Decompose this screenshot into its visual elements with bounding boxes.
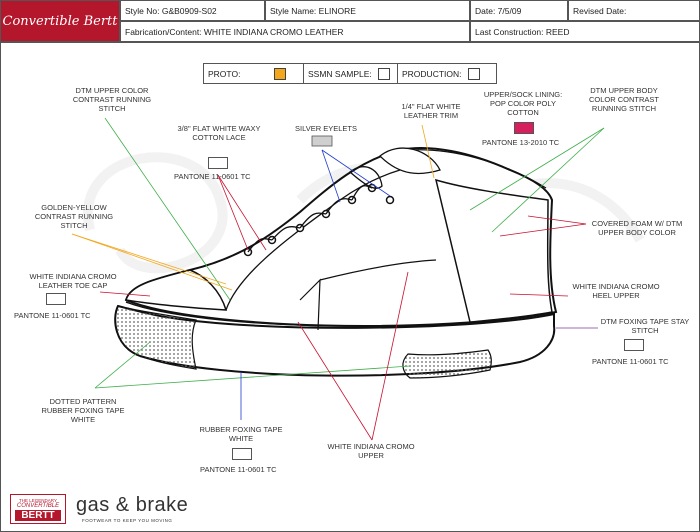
production-label: PRODUCTION: (402, 68, 462, 79)
callout-flat-lace: 3/8" FLAT WHITE WAXY COTTON LACE (177, 124, 261, 142)
sample-status-bar: PROTO: SSMN SAMPLE: PRODUCTION: (203, 63, 497, 84)
toe-cap (125, 269, 228, 311)
lace-pantone: PANTONE 11-0601 TC (174, 172, 251, 181)
proto-field: PROTO: (204, 64, 304, 83)
ssmn-checkbox[interactable] (377, 67, 390, 80)
callout-silver-eyelets: SILVER EYELETS (295, 124, 357, 133)
toe-pantone: PANTONE 11-0601 TC (14, 311, 91, 320)
callout-golden-stitch: GOLDEN-YELLOW CONTRAST RUNNING STITCH (34, 203, 114, 230)
callout-rubber-tape: RUBBER FOXING TAPE WHITE (199, 425, 283, 443)
proto-checkbox[interactable] (274, 67, 287, 80)
laces (247, 166, 383, 253)
production-checkbox[interactable] (467, 67, 480, 80)
callout-toe-cap: WHITE INDIANA CROMO LEATHER TOE CAP (29, 272, 117, 290)
callout-leather-trim: 1/4" FLAT WHITE LEATHER TRIM (401, 102, 461, 120)
heel-dotted-tape (402, 349, 492, 379)
production-field: PRODUCTION: (398, 64, 496, 83)
ssmn-field: SSMN SAMPLE: (304, 64, 398, 83)
style-no: Style No: G&B0909-S02 (120, 0, 265, 21)
style-name: Style Name: ELINORE (265, 0, 470, 21)
callout-cromo-upper: WHITE INDIANA CROMO UPPER (327, 442, 415, 460)
fabrication-content: Fabrication/Content: WHITE INDIANA CROMO… (120, 21, 470, 42)
lining-swatch (514, 122, 534, 134)
toe-swatch (46, 293, 66, 305)
rubber-swatch (232, 448, 252, 460)
heel-panel (434, 178, 553, 323)
badge-bottom-text: BERTT (15, 510, 61, 521)
gas-brake-logo: gas & brake (76, 494, 189, 516)
collar-trim (409, 149, 547, 189)
silver-eyelet-swatch (311, 135, 333, 147)
badge-mid-text: CONVERTIBLE (16, 503, 60, 509)
proto-label: PROTO: (208, 68, 241, 79)
date: Date: 7/5/09 (470, 0, 568, 21)
ssmn-label: SSMN SAMPLE: (308, 68, 372, 79)
callout-dtm-upper-stitch: DTM UPPER COLOR CONTRAST RUNNING STITCH (72, 86, 152, 113)
badge-top-text: THE LEGENDARY (19, 498, 57, 503)
lace-swatch (208, 157, 228, 169)
callout-sock-lining: UPPER/SOCK LINING: POP COLOR POLY COTTON (483, 90, 563, 117)
callout-leaders (71, 117, 605, 441)
callout-dotted-tape: DOTTED PATTERN RUBBER FOXING TAPE WHITE (41, 397, 125, 424)
toe-dotted-tape (114, 305, 197, 370)
callout-covered-foam: COVERED FOAM W/ DTM UPPER BODY COLOR (591, 219, 683, 237)
side-panel (299, 259, 437, 331)
lining-pantone: PANTONE 13-2010 TC (482, 138, 560, 147)
callout-dtm-body-stitch: DTM UPPER BODY COLOR CONTRAST RUNNING ST… (588, 86, 659, 113)
legendary-bertt-badge: THE LEGENDARY CONVERTIBLE BERTT (10, 494, 66, 524)
rubber-pantone: PANTONE 11-0601 TC (200, 465, 277, 474)
callout-foxing-stitch: DTM FOXING TAPE STAY STITCH (600, 317, 690, 335)
callout-heel-upper: WHITE INDIANA CROMO HEEL UPPER (572, 282, 660, 300)
brand-logo: Convertible Bertt (0, 0, 120, 42)
logo-text: Convertible Bertt (2, 13, 118, 29)
foxing-pantone: PANTONE 11-0601 TC (592, 357, 669, 366)
foxing-swatch (624, 339, 644, 351)
brand-tagline: FOOTWEAR TO KEEP YOU MOVING (82, 518, 173, 523)
tongue (379, 147, 441, 175)
